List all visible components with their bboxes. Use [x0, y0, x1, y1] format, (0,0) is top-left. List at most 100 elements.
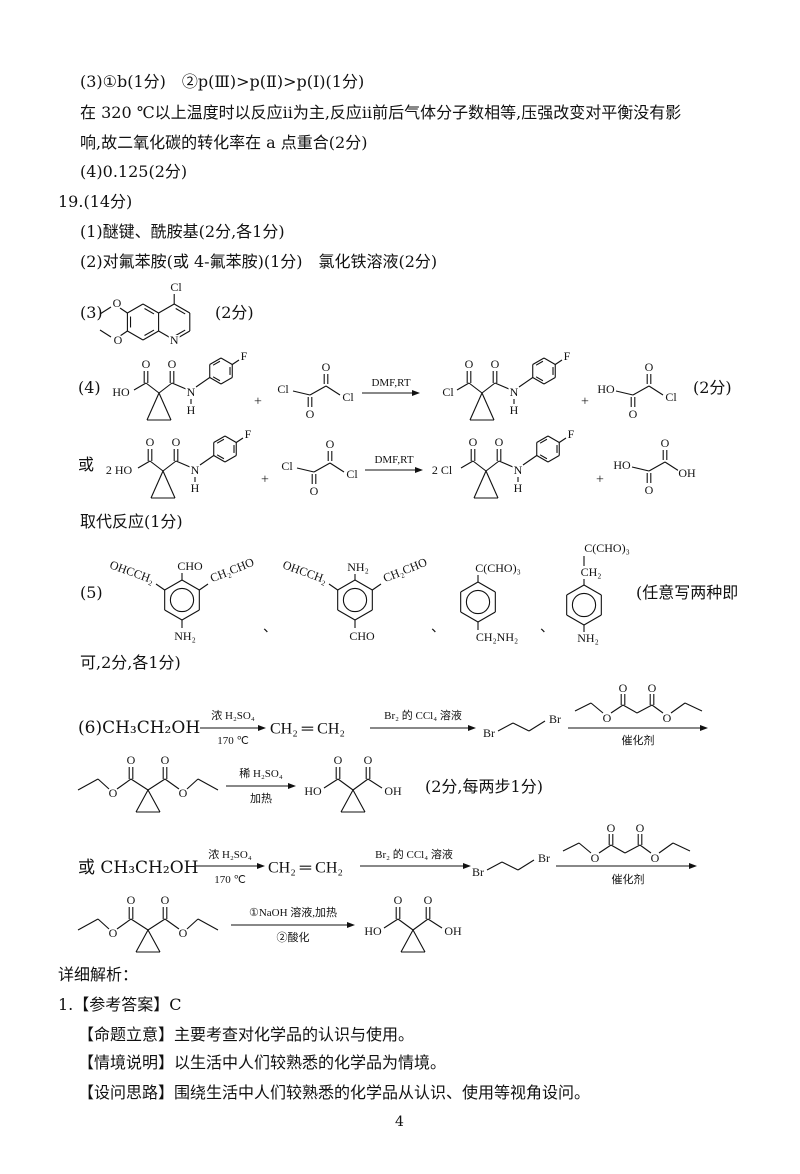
- route1-step2: Br₂ 的 CCl₄ 溶液: [370, 707, 476, 731]
- atom-label: Br: [483, 726, 495, 740]
- atom-label: O: [619, 681, 628, 695]
- atom-label: O: [161, 753, 170, 767]
- atom-label: Br: [538, 851, 550, 865]
- bond: [213, 455, 226, 463]
- atom-label: O: [127, 893, 136, 907]
- bond: [99, 306, 112, 315]
- atom-label: H: [514, 481, 523, 495]
- bond: [590, 702, 604, 714]
- bond: [477, 611, 496, 623]
- bond: [199, 583, 209, 591]
- bond: [340, 789, 354, 813]
- atom-label: O: [663, 711, 672, 725]
- bond: [119, 307, 128, 314]
- atom-label: O: [591, 851, 600, 865]
- q1-reference-answer: 1.【参考答案】C: [58, 995, 182, 1014]
- bond: [323, 778, 339, 789]
- bond: [175, 460, 191, 468]
- atom-label: O: [142, 357, 151, 371]
- condition-above: 浓 H₂SO₄: [208, 848, 252, 861]
- bond: [158, 330, 175, 341]
- bond: [212, 376, 221, 382]
- atom-label: O: [179, 786, 188, 800]
- bond: [119, 330, 128, 337]
- atom-label: O: [491, 357, 500, 371]
- condition-below: 催化剂: [612, 872, 645, 886]
- q1-approach: 【设问思路】围绕生活中人们较熟悉的化学品从认识、使用等视角设问。: [78, 1083, 591, 1102]
- bond: [164, 918, 180, 930]
- atom-label: OHCCH₂: [281, 558, 329, 587]
- atom-label: NH₂: [577, 631, 599, 645]
- bond: [517, 859, 535, 871]
- bond: [535, 376, 544, 382]
- atom-label: O: [394, 893, 403, 907]
- q19-part1-answer: (1)醚键、酰胺基(2分,各1分): [80, 222, 285, 241]
- bond: [164, 579, 183, 591]
- separator: 、: [262, 619, 279, 637]
- condition-below: 催化剂: [622, 733, 655, 747]
- atom-label: OH: [384, 784, 402, 798]
- bond: [329, 462, 345, 473]
- route1-diester: O O O O: [77, 752, 219, 813]
- bond: [77, 918, 99, 931]
- separator: 、: [430, 619, 447, 637]
- atom-label: O: [127, 753, 136, 767]
- bond: [195, 377, 211, 388]
- bond: [566, 614, 585, 626]
- q18-part3-answer: (3)①b(1分) ②p(Ⅲ)>p(Ⅱ)>p(Ⅰ)(1分): [80, 72, 365, 91]
- bond: [583, 614, 602, 626]
- bond: [518, 377, 534, 388]
- q1-intent: 【命题立意】主要考查对化学品的认识与使用。: [78, 1025, 415, 1044]
- bond: [158, 382, 173, 394]
- atom-label: Br: [472, 865, 484, 879]
- plus-sign: +: [580, 393, 591, 411]
- atom-label: O: [109, 926, 118, 940]
- atom-label: O: [113, 296, 122, 310]
- atom-label: Cl: [342, 390, 354, 404]
- bond: [583, 584, 602, 596]
- bond: [181, 609, 200, 621]
- bond: [186, 918, 199, 930]
- atom-label: Cl: [281, 459, 293, 473]
- q19-part3-score: (2分): [215, 303, 254, 322]
- condition-below: 170 ℃: [217, 735, 249, 747]
- atom-label: O: [645, 483, 654, 497]
- atom-label: O: [109, 786, 118, 800]
- bond: [610, 704, 624, 714]
- atom-label: OHCCH₂: [108, 558, 156, 587]
- bond: [651, 704, 664, 714]
- q19-part4-alt-prefix: 或: [78, 455, 95, 474]
- atom-label: C(CHO)₃: [475, 561, 521, 575]
- bond: [631, 466, 650, 472]
- bond: [562, 842, 580, 852]
- bond: [383, 918, 399, 929]
- reaction-condition: DMF,RT: [374, 454, 413, 466]
- reaction-condition: DMF,RT: [371, 377, 410, 389]
- analysis-header: 详细解析：: [58, 965, 139, 984]
- bond: [116, 778, 132, 790]
- bond: [209, 377, 222, 385]
- q19-part3-label: (3): [80, 303, 103, 322]
- q18-part3-explanation-line1: 在 320 ℃以上温度时以反应ⅱ为主,反应ⅱ前后气体分子数相等,压强改变对平衡没…: [80, 103, 682, 122]
- condition-above: 浓 H₂SO₄: [211, 709, 255, 722]
- atom-label: HO: [112, 385, 130, 399]
- bond: [412, 929, 426, 953]
- bond: [468, 382, 483, 394]
- bond: [636, 704, 653, 714]
- bond: [235, 437, 244, 443]
- bond: [135, 789, 149, 813]
- atom-label: N: [170, 333, 179, 347]
- bond: [130, 918, 149, 931]
- bond: [325, 385, 341, 396]
- condition-above: Br₂ 的 CCl₄ 溶液: [384, 708, 462, 722]
- atom-label: CH₂CHO: [381, 555, 429, 585]
- arrowhead: [700, 725, 708, 731]
- bond: [486, 861, 503, 871]
